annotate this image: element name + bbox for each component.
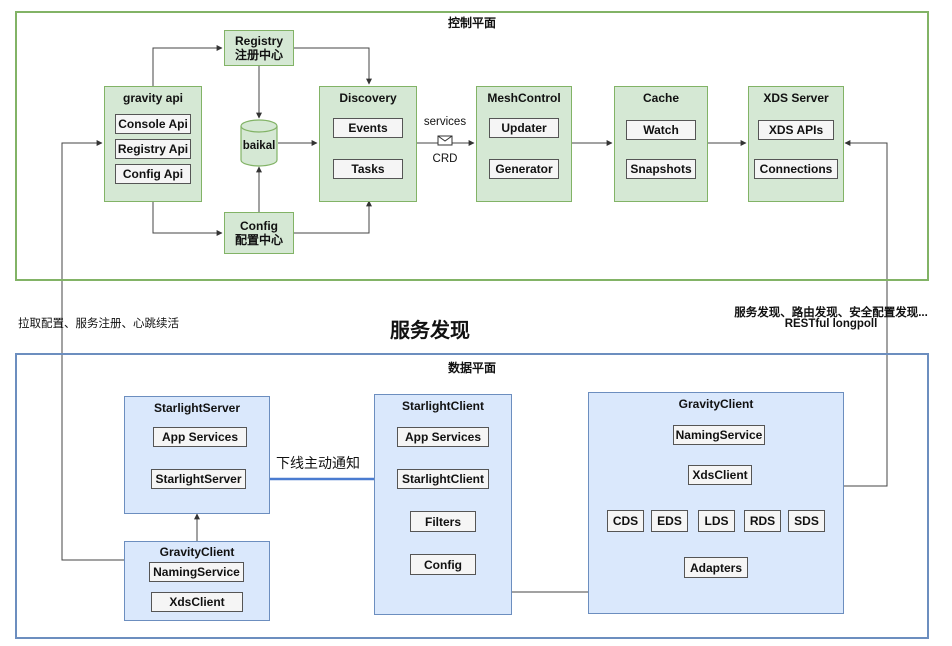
updater-box[interactable]: Updater [489,118,559,138]
meshcontrol-node[interactable]: MeshControl [476,86,572,202]
cache-title: Cache [642,91,680,105]
lds-box[interactable]: LDS [698,510,735,532]
data-plane [15,353,929,639]
baikal-label: baikal [242,140,276,152]
data-plane-title: 数据平面 [447,361,496,375]
xds-client-box-right[interactable]: XdsClient [688,465,752,485]
naming-service-box-right[interactable]: NamingService [673,425,765,445]
snapshots-box[interactable]: Snapshots [626,159,696,179]
naming-service-box-left[interactable]: NamingService [149,562,244,582]
config-box[interactable]: Config [410,554,476,575]
starlight-server-title: StarlightServer [153,401,241,415]
app-services-box-client[interactable]: App Services [397,427,489,447]
discovery-title: Discovery [339,91,397,105]
generator-box[interactable]: Generator [489,159,559,179]
control-plane [15,11,929,281]
meshcontrol-title: MeshControl [487,91,561,105]
watch-box[interactable]: Watch [626,120,696,140]
gravity-client-left-title: GravityClient [159,545,235,559]
events-box[interactable]: Events [333,118,403,138]
starlight-server-node[interactable]: StarlightServer [124,396,270,514]
notify-label: 下线主动通知 [276,455,360,471]
rds-box[interactable]: RDS [744,510,781,532]
gravity-api-title: gravity api [122,91,184,105]
tasks-box[interactable]: Tasks [333,159,403,179]
xds-client-box-left[interactable]: XdsClient [151,592,243,612]
registry-node[interactable]: Registry 注册中心 [224,30,294,66]
control-plane-title: 控制平面 [447,16,496,30]
cache-node[interactable]: Cache [614,86,708,202]
gravity-client-right-title: GravityClient [678,397,754,411]
registry-title: Registry [234,34,284,48]
config-api-box[interactable]: Config Api [115,164,191,184]
left-flow-label: 拉取配置、服务注册、心跳续活 [18,318,179,330]
xds-apis-box[interactable]: XDS APIs [758,120,834,140]
right-flow-label-2: RESTful longpoll [784,318,878,330]
services-label: services [423,116,467,128]
starlight-client-box[interactable]: StarlightClient [397,469,489,489]
starlight-server-box[interactable]: StarlightServer [151,469,246,489]
config-center-node[interactable]: Config 配置中心 [224,212,294,254]
xds-server-title: XDS Server [763,91,829,105]
right-flow-label-1: 服务发现、路由发现、安全配置发现... [734,307,928,319]
crd-label: CRD [432,153,458,165]
cds-box[interactable]: CDS [607,510,644,532]
console-api-box[interactable]: Console Api [115,114,191,134]
app-services-box-server[interactable]: App Services [153,427,247,447]
discovery-node[interactable]: Discovery [319,86,417,202]
config-center-subtitle: 配置中心 [234,233,283,247]
registry-api-box[interactable]: Registry Api [115,139,191,159]
starlight-client-title: StarlightClient [401,399,484,413]
config-center-title: Config [240,219,278,233]
connections-box[interactable]: Connections [754,159,838,179]
registry-subtitle: 注册中心 [234,48,283,62]
eds-box[interactable]: EDS [651,510,688,532]
filters-box[interactable]: Filters [410,511,476,532]
adapters-box[interactable]: Adapters [684,557,748,578]
xds-server-node[interactable]: XDS Server [748,86,844,202]
sds-box[interactable]: SDS [788,510,825,532]
service-discovery-heading: 服务发现 [390,320,470,342]
